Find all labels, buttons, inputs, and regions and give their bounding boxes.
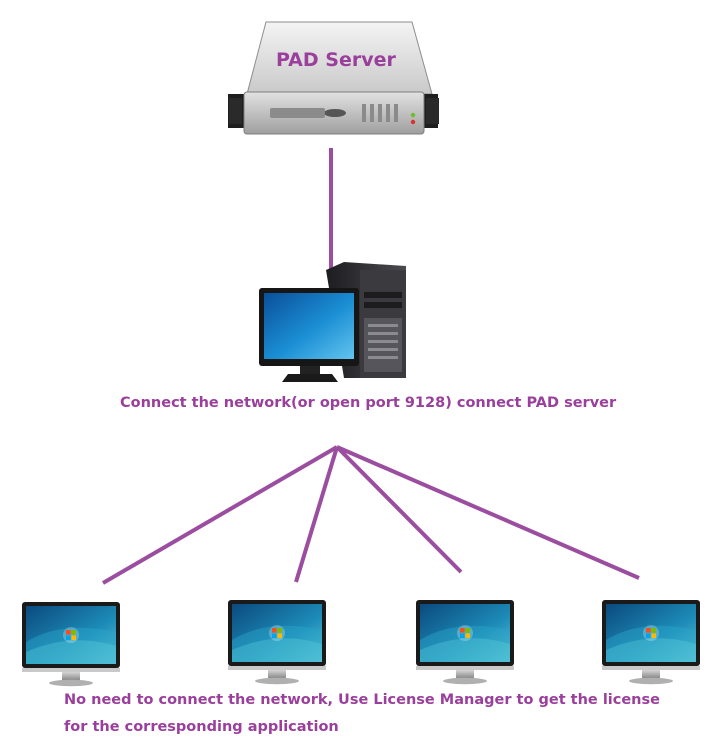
- server-icon: [228, 21, 439, 135]
- client-line-2: [294, 446, 339, 583]
- connection-lines: [101, 148, 640, 585]
- client-line-3: [335, 445, 463, 574]
- gateway-caption: Connect the network(or open port 9128) c…: [120, 395, 617, 411]
- client-monitors: [22, 600, 700, 687]
- clients-caption-line2: for the corresponding application: [64, 719, 339, 735]
- desktop-computer-icon: [259, 262, 406, 382]
- monitor-icon: [228, 600, 326, 685]
- clients-caption-line1: No need to connect the network, Use Lice…: [64, 692, 660, 708]
- client-line-1: [101, 445, 339, 585]
- server-label: PAD Server: [276, 49, 396, 71]
- monitor-icon: [602, 600, 700, 685]
- monitor-icon: [22, 602, 120, 687]
- monitor-icon: [416, 600, 514, 685]
- client-line-4: [336, 445, 640, 580]
